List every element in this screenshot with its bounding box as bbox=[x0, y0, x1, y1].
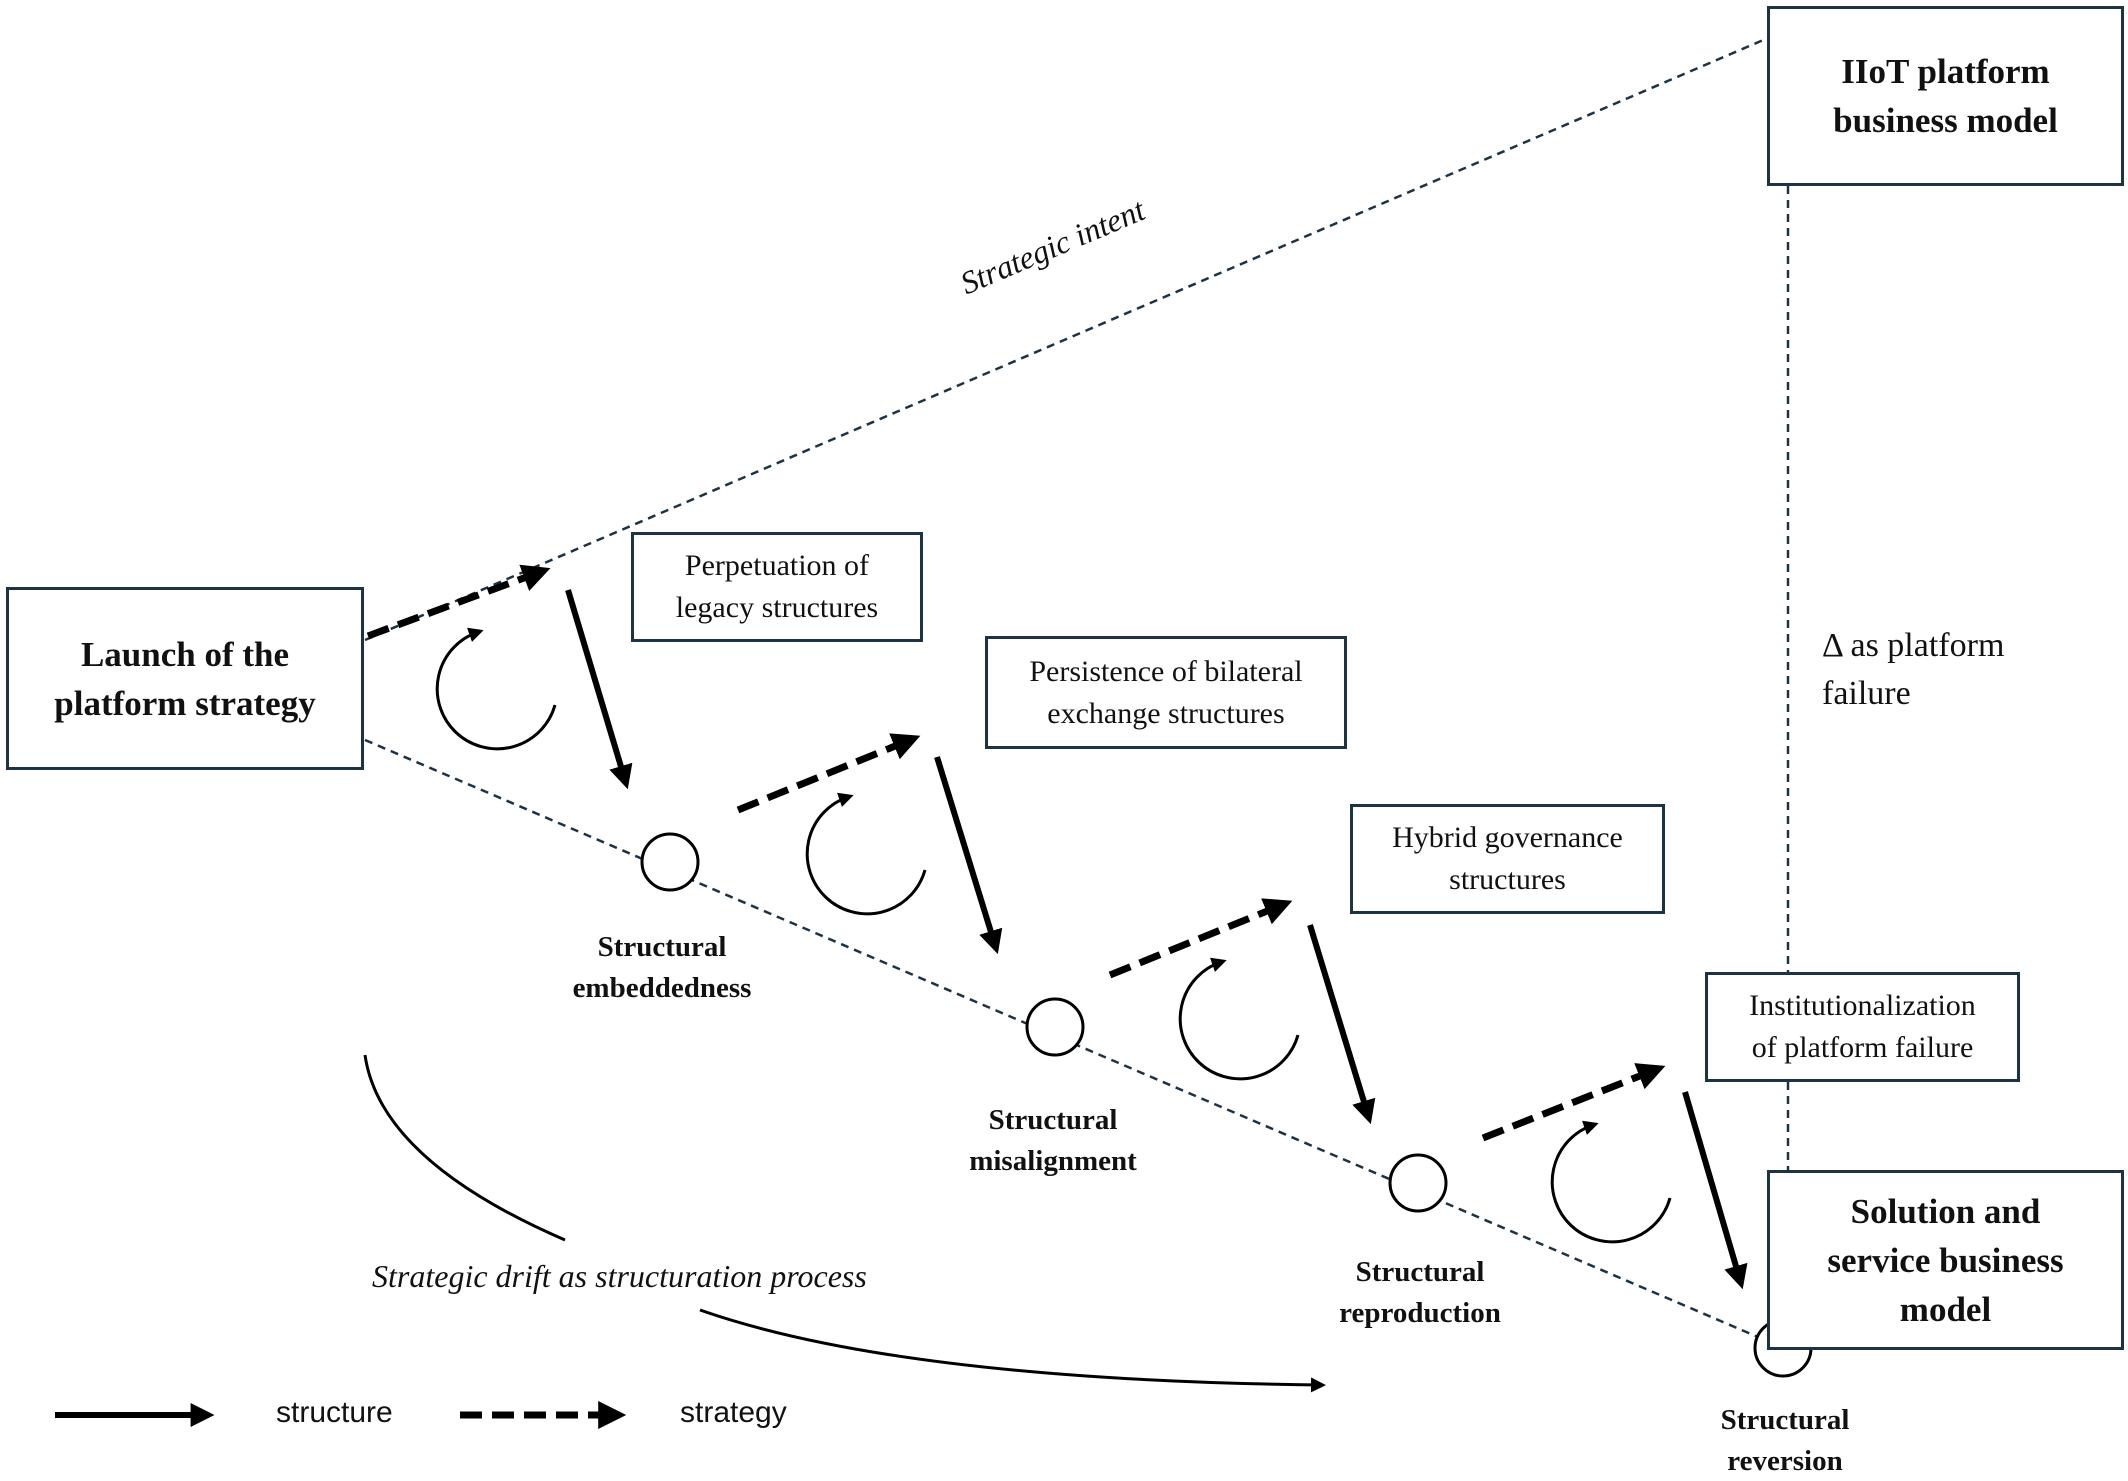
strategy-arrow-2 bbox=[736, 733, 921, 814]
cycle-arrow-1 bbox=[435, 627, 557, 751]
box-perpetuation-label: Perpetuation of legacy structures bbox=[675, 549, 879, 624]
box-launch: Launch of the platform strategy bbox=[6, 587, 364, 770]
node-label-misalignment: Structural misalignment bbox=[969, 1104, 1137, 1177]
structure-arrow-4 bbox=[1682, 1091, 1748, 1290]
drift-curve-upper bbox=[363, 1054, 566, 1242]
cycle-arrow-4 bbox=[1550, 1120, 1672, 1244]
strategic-intent-line bbox=[364, 36, 1769, 642]
box-persistence: Persistence of bilateral exchange struct… bbox=[985, 636, 1347, 749]
node-misalignment bbox=[1025, 997, 1085, 1057]
structure-arrow-3 bbox=[1307, 924, 1376, 1125]
cycle-arrow-2 bbox=[805, 792, 927, 916]
box-launch-label: Launch of the platform strategy bbox=[54, 634, 316, 723]
box-perpetuation: Perpetuation of legacy structures bbox=[631, 532, 923, 642]
legend-structure-label: structure bbox=[276, 1396, 393, 1429]
box-iiot-label: IIoT platform business model bbox=[1833, 52, 2058, 140]
structure-arrow-2 bbox=[934, 756, 1003, 955]
box-solution: Solution and service business model bbox=[1767, 1170, 2124, 1350]
label-delta-failure: Δ as platform failure bbox=[1822, 627, 2005, 712]
node-label-embeddedness: Structural embeddedness bbox=[572, 931, 752, 1004]
label-strategic-drift: Strategic drift as structuration process bbox=[372, 1258, 867, 1294]
drift-curve-lower bbox=[699, 1308, 1326, 1393]
legend-strategy-label: strategy bbox=[680, 1396, 787, 1429]
structure-arrow-1 bbox=[565, 589, 633, 790]
box-solution-label: Solution and service business model bbox=[1827, 1191, 2064, 1329]
strategy-arrow-3 bbox=[1108, 898, 1293, 979]
box-institutionalization: Institutionalization of platform failure bbox=[1705, 972, 2020, 1082]
strategy-arrow-4 bbox=[1481, 1063, 1666, 1142]
box-iiot: IIoT platform business model bbox=[1767, 6, 2124, 186]
box-institutionalization-label: Institutionalization of platform failure bbox=[1749, 989, 1976, 1064]
node-label-reversion: Structural reversion bbox=[1720, 1404, 1850, 1477]
node-embeddedness bbox=[640, 832, 700, 892]
box-hybrid: Hybrid governance structures bbox=[1350, 804, 1665, 914]
cycle-arrow-3 bbox=[1178, 957, 1300, 1081]
node-label-reproduction: Structural reproduction bbox=[1339, 1256, 1501, 1329]
box-hybrid-label: Hybrid governance structures bbox=[1392, 821, 1623, 896]
box-persistence-label: Persistence of bilateral exchange struct… bbox=[1029, 654, 1303, 730]
node-reproduction bbox=[1388, 1153, 1448, 1213]
